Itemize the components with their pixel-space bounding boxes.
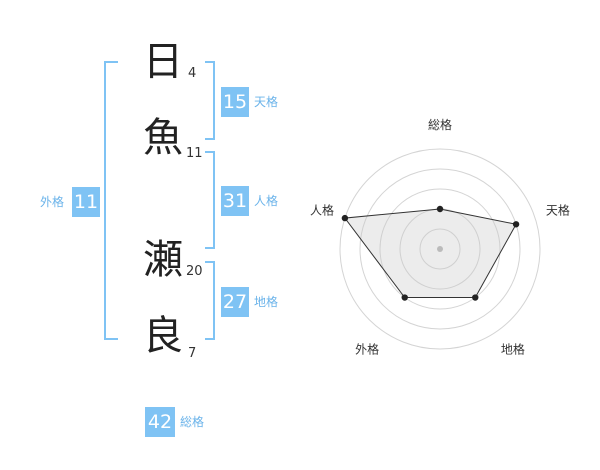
radar-area [343,208,517,299]
radar-points [341,205,520,301]
stroke-count-3: 20 [186,264,203,279]
radar-ring-4 [359,168,521,330]
radar-ring-5 [339,148,541,350]
chikaku-label: 地格 [254,295,279,309]
stroke-count-4: 7 [188,346,197,361]
jinkaku-value: 31 [221,186,249,216]
radar-center-dot [437,246,443,252]
radar-axis-label-2: 天格 [546,203,570,218]
stroke-count-1: 4 [188,66,197,81]
gaikaku-value: 11 [72,187,100,217]
tenkaku-label: 天格 [254,95,279,109]
jinkaku-label: 人格 [254,194,279,208]
radar-axis-label-3: 地格 [501,341,525,356]
radar-point-5 [341,214,349,222]
radar-point-3 [472,294,479,301]
radar-ring-3 [379,188,501,310]
gaikaku-label: 外格 [40,195,65,209]
chikaku-value: 27 [221,287,249,317]
tenkaku-value: 15 [221,87,249,117]
stroke-count-2: 11 [186,146,203,161]
name-char-2: 魚 [143,115,183,161]
soukaku-label: 総格 [180,415,205,429]
name-char-3: 瀬 [143,237,183,283]
radar-axis-label-1: 総格 [428,117,452,132]
radar-point-4 [401,294,408,301]
name-char-1: 日 [143,39,183,85]
radar-point-1 [436,205,444,213]
radar-axis-label-4: 外格 [355,341,379,356]
radar-axis-label-5: 人格 [310,203,334,218]
radar-ring-1 [419,228,461,270]
radar-rings [339,148,541,350]
radar-point-2 [512,221,520,228]
name-char-4: 良 [143,313,183,359]
soukaku-value: 42 [145,407,175,437]
